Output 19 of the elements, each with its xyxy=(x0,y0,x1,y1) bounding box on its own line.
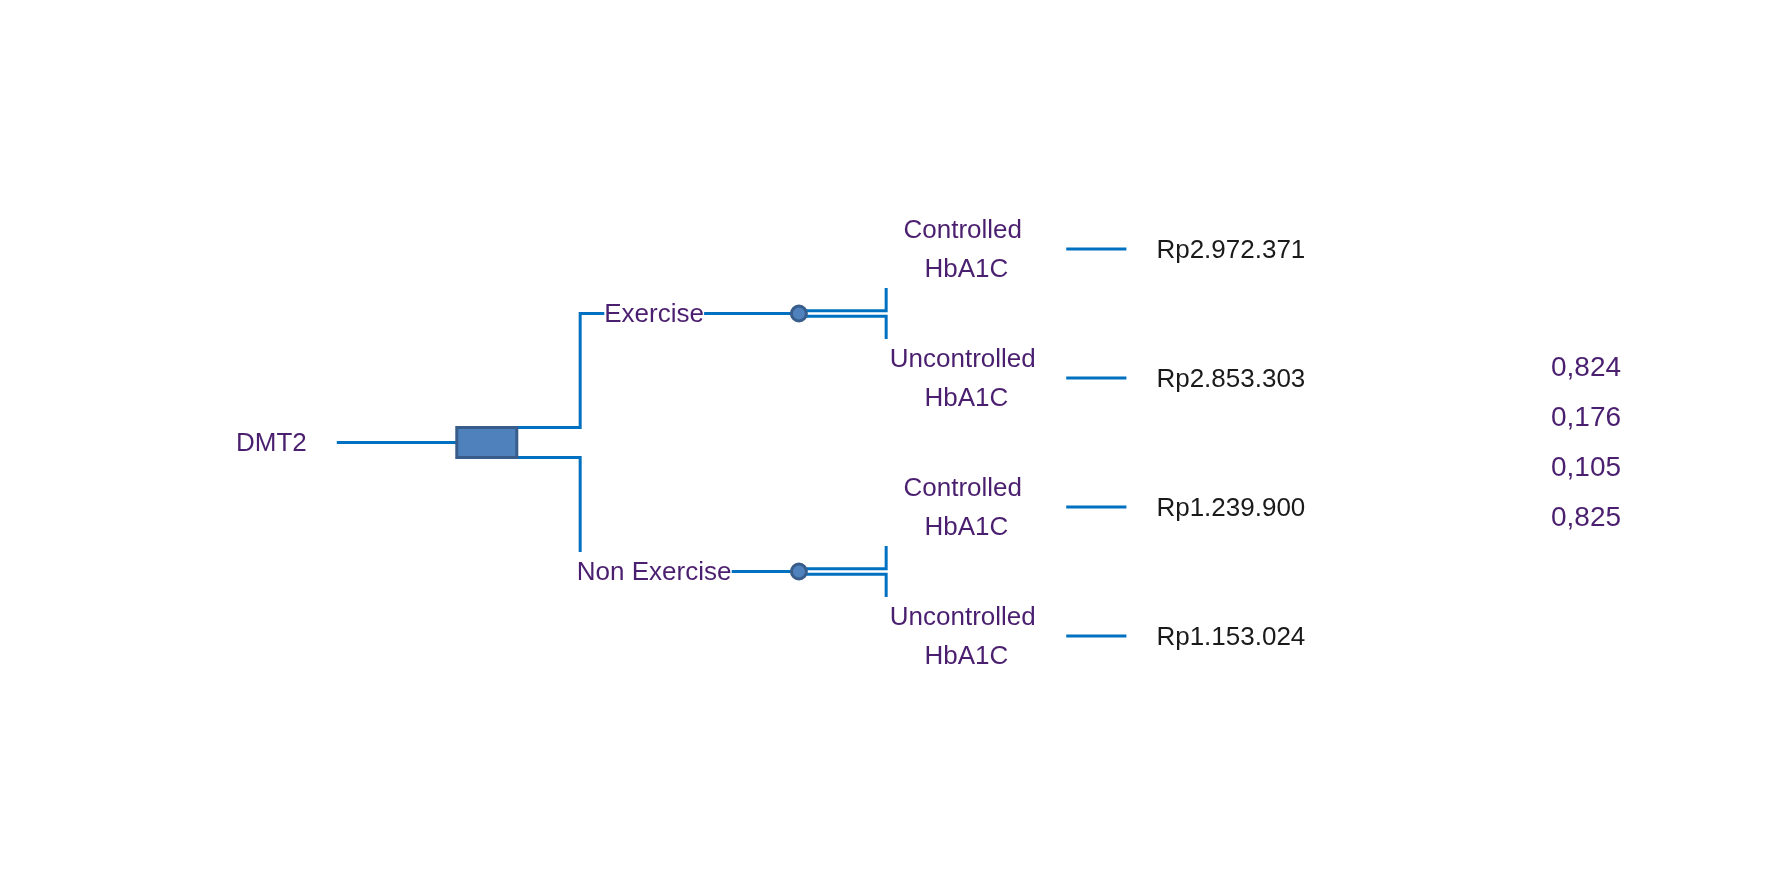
probability-label: 0,825 xyxy=(1551,501,1623,533)
node-text: Rp2.853.303 xyxy=(1156,362,1306,392)
node-text: Rp1.239.900 xyxy=(1156,491,1306,521)
probability-label: 0,176 xyxy=(1551,401,1623,433)
node-text: DMT2 xyxy=(235,426,307,457)
edge-label: Exercise xyxy=(604,297,704,328)
connector xyxy=(336,440,457,444)
node-text: Rp2.972.371 xyxy=(1156,233,1306,263)
node-box xyxy=(455,425,519,459)
probability-label: 0,824 xyxy=(1551,351,1623,383)
edge-label: Uncontrolled HbA1C xyxy=(889,600,1036,670)
node-text: Rp1.153.024 xyxy=(1156,620,1306,650)
probability-label: 0,105 xyxy=(1551,451,1623,483)
edge-label: Uncontrolled HbA1C xyxy=(889,342,1036,412)
edge-label: Non Exercise xyxy=(576,555,732,586)
edge-label: Controlled HbA1C xyxy=(903,213,1022,283)
node-circle xyxy=(789,562,808,580)
edge-label: Controlled HbA1C xyxy=(903,471,1022,541)
node-circle xyxy=(789,304,808,322)
